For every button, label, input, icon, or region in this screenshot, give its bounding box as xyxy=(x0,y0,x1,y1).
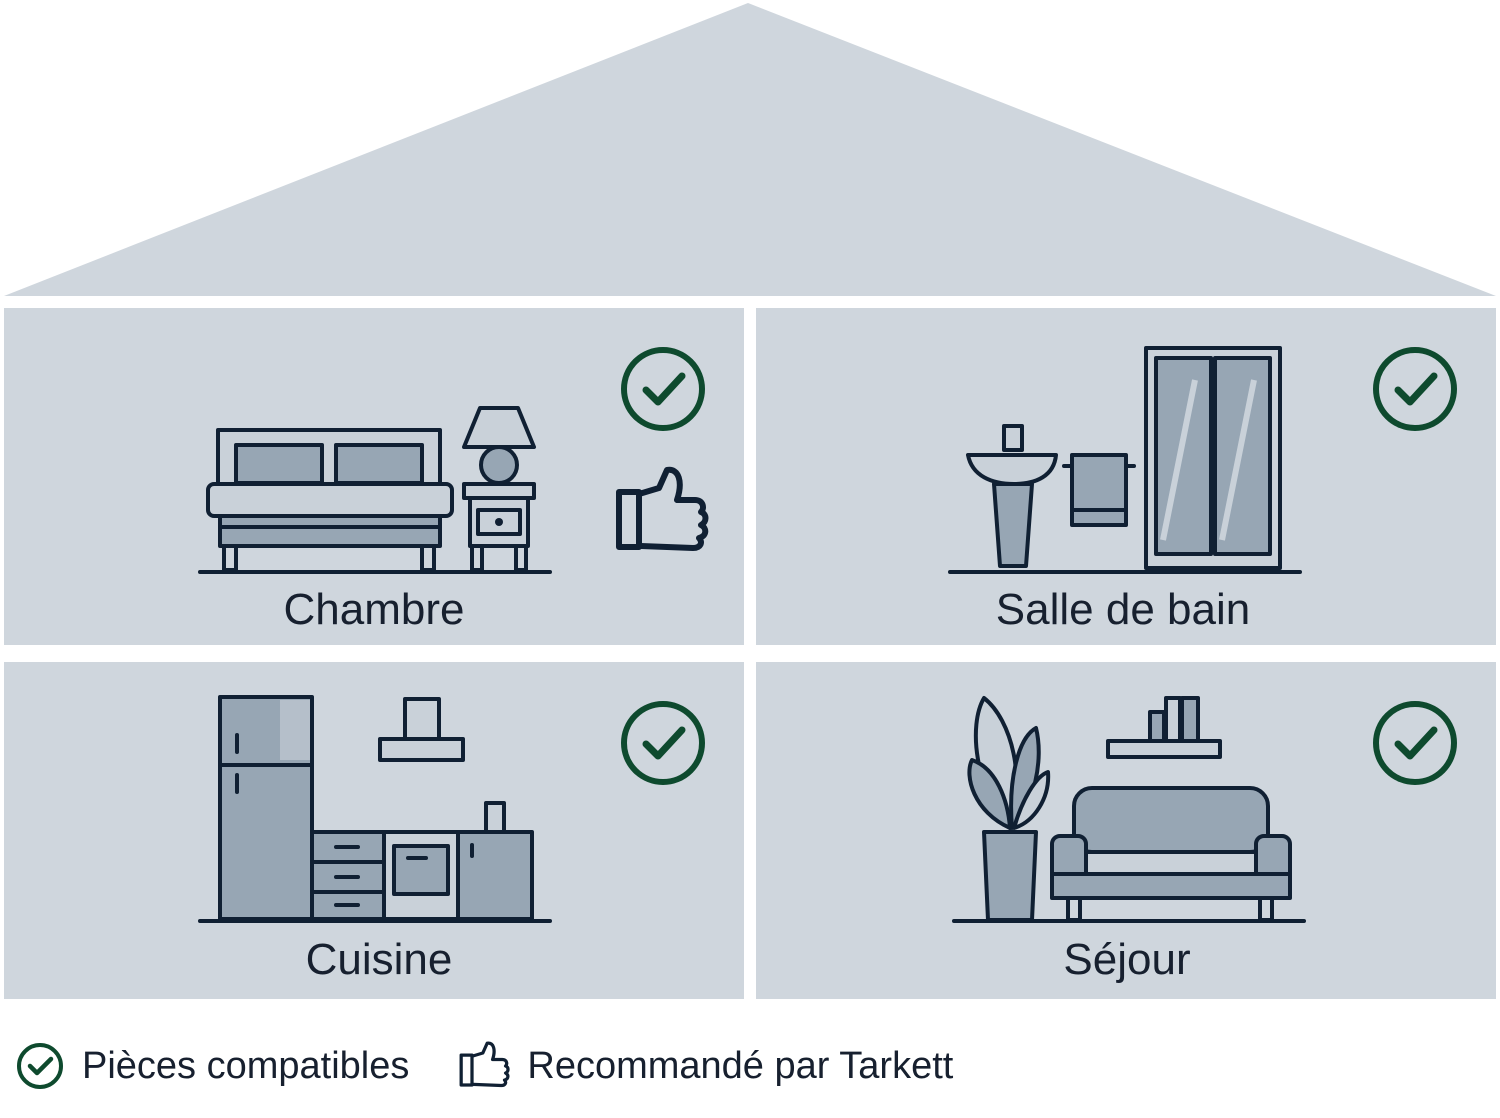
legend-item-compatible: Pièces compatibles xyxy=(14,1040,409,1092)
drawers-icon xyxy=(310,830,386,921)
room-label-chambre: Chambre xyxy=(284,585,465,634)
room-label-sejour: Séjour xyxy=(1063,935,1190,984)
legend: Pièces compatibles Recommandé par Tarket… xyxy=(14,1036,1003,1096)
fridge-icon xyxy=(218,695,314,921)
bed-icon xyxy=(206,428,454,572)
living-room-illustration: Séjour xyxy=(952,696,1454,984)
nightstand-lamp-icon xyxy=(462,406,536,572)
thumbs-up-icon xyxy=(616,466,709,551)
sink-icon xyxy=(966,424,1058,568)
legend-label-recommended: Recommandé par Tarkett xyxy=(527,1044,954,1087)
shower-cabin-icon xyxy=(1144,346,1282,570)
room-label-cuisine: Cuisine xyxy=(306,935,453,984)
shelf-icon xyxy=(1106,696,1222,759)
plant-icon xyxy=(967,696,1051,922)
legend-label-compatible: Pièces compatibles xyxy=(82,1044,410,1087)
house-diagram: Chambre Salle de bain xyxy=(4,3,1496,999)
thumbs-up-icon xyxy=(459,1041,511,1088)
kitchen-illustration: Cuisine xyxy=(198,695,702,984)
check-circle-icon xyxy=(17,1043,63,1089)
bedroom-illustration: Chambre xyxy=(198,350,709,634)
sofa-icon xyxy=(1050,786,1292,922)
oven-icon xyxy=(382,830,460,921)
room-label-salle-de-bain: Salle de bain xyxy=(996,585,1250,634)
towel-rack-icon xyxy=(1062,453,1136,527)
bathroom-illustration: Salle de bain xyxy=(948,346,1454,634)
legend-item-recommended: Recommandé par Tarkett xyxy=(459,1040,953,1092)
range-hood-icon xyxy=(378,697,465,762)
cabinet-icon xyxy=(456,801,534,921)
house-roof xyxy=(4,3,1496,296)
